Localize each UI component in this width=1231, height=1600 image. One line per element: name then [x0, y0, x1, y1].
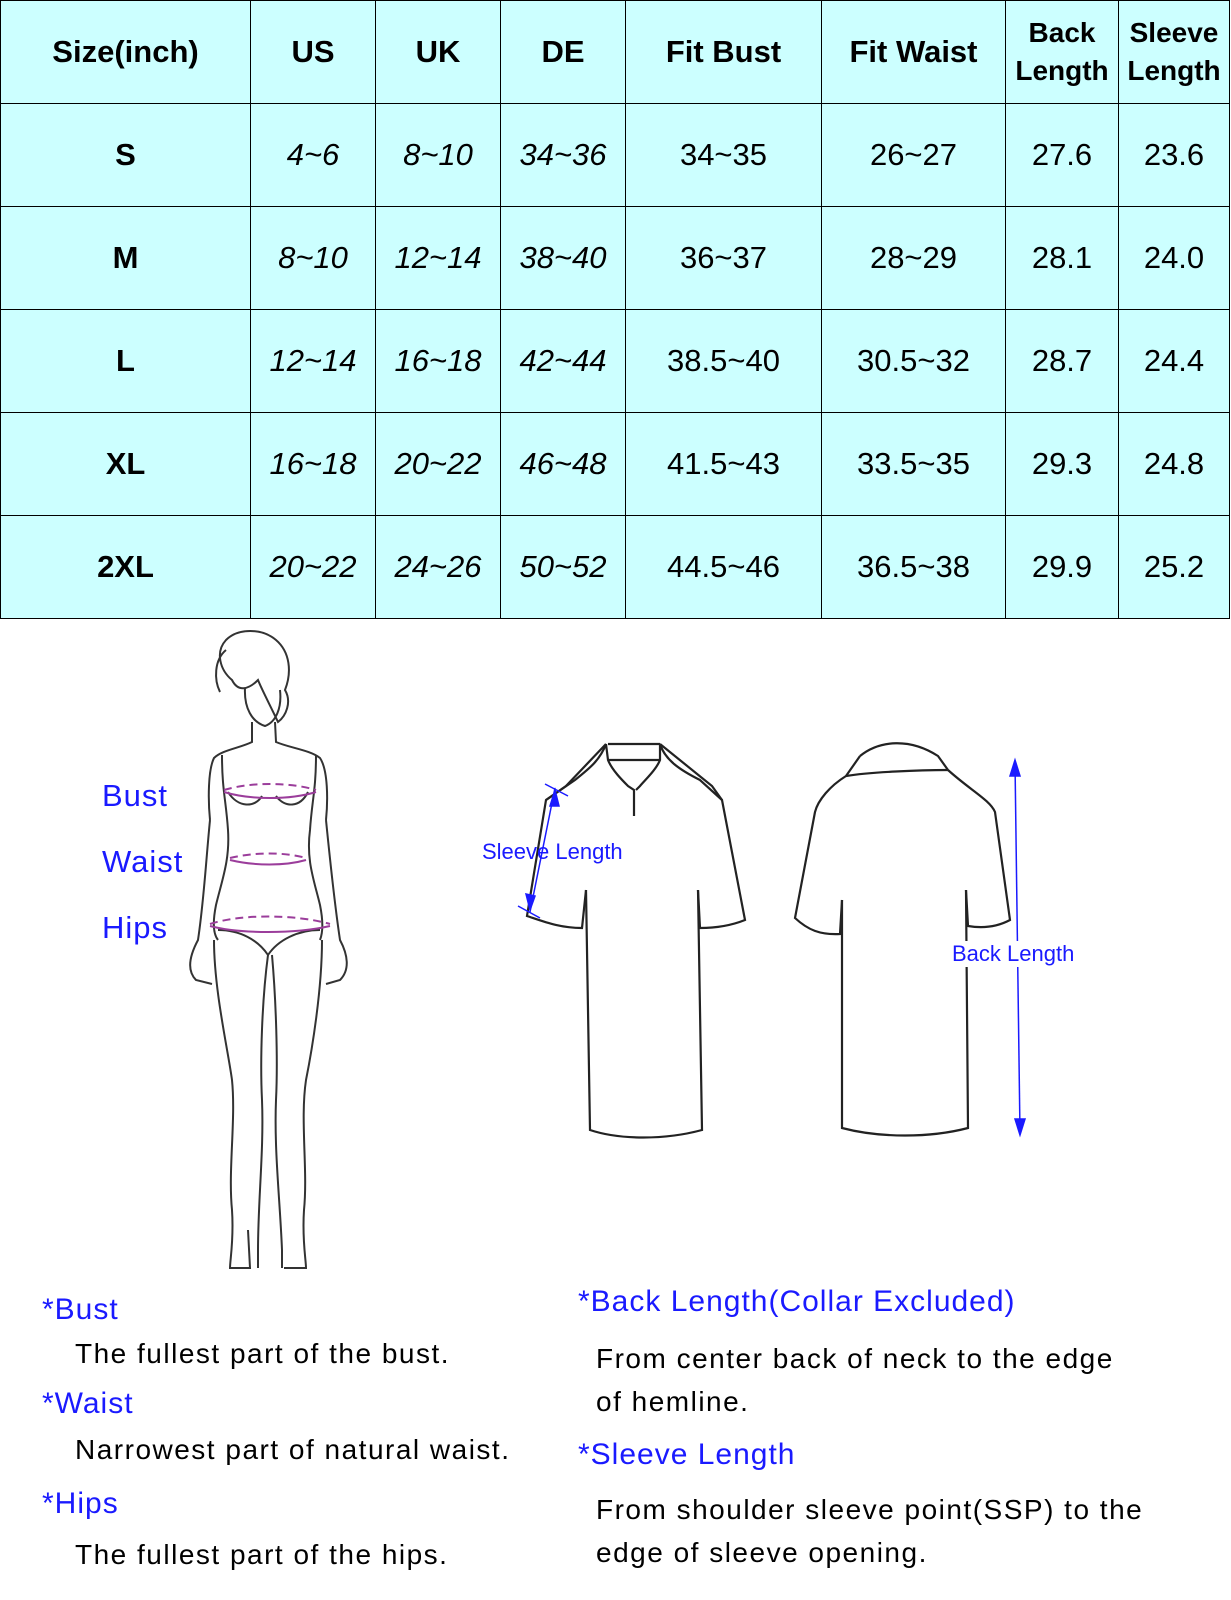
table-header-row: Size(inch) US UK DE Fit Bust Fit Waist B…: [0, 0, 1230, 104]
cell-us: 4~6: [250, 103, 376, 207]
shirt-illustration: [517, 742, 1027, 1139]
header-uk: UK: [375, 0, 501, 104]
shirt-label-sleeve-length: Sleeve Length: [482, 839, 623, 864]
header-fit-bust: Fit Bust: [625, 0, 822, 104]
table-row: M 8~10 12~14 38~40 36~37 28~29 28.1 24.0: [0, 206, 1230, 310]
cell-size: 2XL: [0, 515, 251, 619]
cell-sleeve-length: 24.0: [1118, 206, 1230, 310]
cell-size: S: [0, 103, 251, 207]
body-label-bust: Bust: [102, 778, 169, 813]
definition-title-hips: *Hips: [42, 1487, 119, 1520]
cell-uk: 16~18: [375, 309, 501, 413]
cell-back-length: 27.6: [1005, 103, 1119, 207]
cell-de: 38~40: [500, 206, 626, 310]
definition-text-hips: The fullest part of the hips.: [75, 1539, 449, 1570]
cell-de: 50~52: [500, 515, 626, 619]
definition-text-sleeve-length-line1: From shoulder sleeve point(SSP) to the: [596, 1494, 1144, 1525]
cell-back-length: 28.1: [1005, 206, 1119, 310]
body-figure-illustration: [189, 630, 348, 1269]
cell-fit-waist: 30.5~32: [821, 309, 1006, 413]
cell-sleeve-length: 24.4: [1118, 309, 1230, 413]
body-label-hips: Hips: [102, 910, 169, 945]
cell-uk: 8~10: [375, 103, 501, 207]
cell-size: M: [0, 206, 251, 310]
shirt-label-back-length: Back Length: [952, 941, 1075, 967]
size-chart-table: Size(inch) US UK DE Fit Bust Fit Waist B…: [0, 0, 1230, 619]
cell-us: 20~22: [250, 515, 376, 619]
header-back-line1: Back: [1028, 17, 1096, 48]
cell-uk: 12~14: [375, 206, 501, 310]
header-us: US: [250, 0, 376, 104]
table-row: L 12~14 16~18 42~44 38.5~40 30.5~32 28.7…: [0, 309, 1230, 413]
cell-back-length: 29.3: [1005, 412, 1119, 516]
cell-fit-bust: 44.5~46: [625, 515, 822, 619]
cell-fit-waist: 26~27: [821, 103, 1006, 207]
cell-sleeve-length: 23.6: [1118, 103, 1230, 207]
definition-text-bust: The fullest part of the bust.: [75, 1338, 451, 1369]
header-back-line2: Length: [1015, 55, 1109, 86]
cell-uk: 20~22: [375, 412, 501, 516]
cell-de: 42~44: [500, 309, 626, 413]
header-size: Size(inch): [0, 0, 251, 104]
cell-back-length: 29.9: [1005, 515, 1119, 619]
header-fit-waist: Fit Waist: [821, 0, 1006, 104]
cell-fit-bust: 41.5~43: [625, 412, 822, 516]
cell-fit-waist: 28~29: [821, 206, 1006, 310]
definition-text-sleeve-length-line2: edge of sleeve opening.: [596, 1537, 928, 1568]
definition-text-back-length-line2: of hemline.: [596, 1386, 750, 1417]
cell-uk: 24~26: [375, 515, 501, 619]
cell-size: XL: [0, 412, 251, 516]
definition-text-waist: Narrowest part of natural waist.: [75, 1434, 511, 1465]
header-sleeve-line1: Sleeve: [1129, 17, 1219, 48]
cell-us: 16~18: [250, 412, 376, 516]
cell-size: L: [0, 309, 251, 413]
cell-de: 46~48: [500, 412, 626, 516]
cell-fit-waist: 36.5~38: [821, 515, 1006, 619]
cell-us: 8~10: [250, 206, 376, 310]
definition-text-back-length-line1: From center back of neck to the edge: [596, 1343, 1114, 1374]
cell-sleeve-length: 25.2: [1118, 515, 1230, 619]
cell-us: 12~14: [250, 309, 376, 413]
cell-fit-bust: 36~37: [625, 206, 822, 310]
definition-title-bust: *Bust: [42, 1293, 119, 1326]
table-row: S 4~6 8~10 34~36 34~35 26~27 27.6 23.6: [0, 103, 1230, 207]
cell-fit-bust: 34~35: [625, 103, 822, 207]
table-row: XL 16~18 20~22 46~48 41.5~43 33.5~35 29.…: [0, 412, 1230, 516]
cell-back-length: 28.7: [1005, 309, 1119, 413]
cell-fit-bust: 38.5~40: [625, 309, 822, 413]
cell-de: 34~36: [500, 103, 626, 207]
definition-title-sleeve-length: *Sleeve Length: [578, 1438, 796, 1471]
definition-title-back-length: *Back Length(Collar Excluded): [578, 1285, 1016, 1318]
header-sleeve-line2: Length: [1127, 55, 1221, 86]
table-row: 2XL 20~22 24~26 50~52 44.5~46 36.5~38 29…: [0, 515, 1230, 619]
header-de: DE: [500, 0, 626, 104]
definition-title-waist: *Waist: [42, 1387, 134, 1420]
body-label-waist: Waist: [102, 844, 184, 879]
cell-sleeve-length: 24.8: [1118, 412, 1230, 516]
cell-fit-waist: 33.5~35: [821, 412, 1006, 516]
